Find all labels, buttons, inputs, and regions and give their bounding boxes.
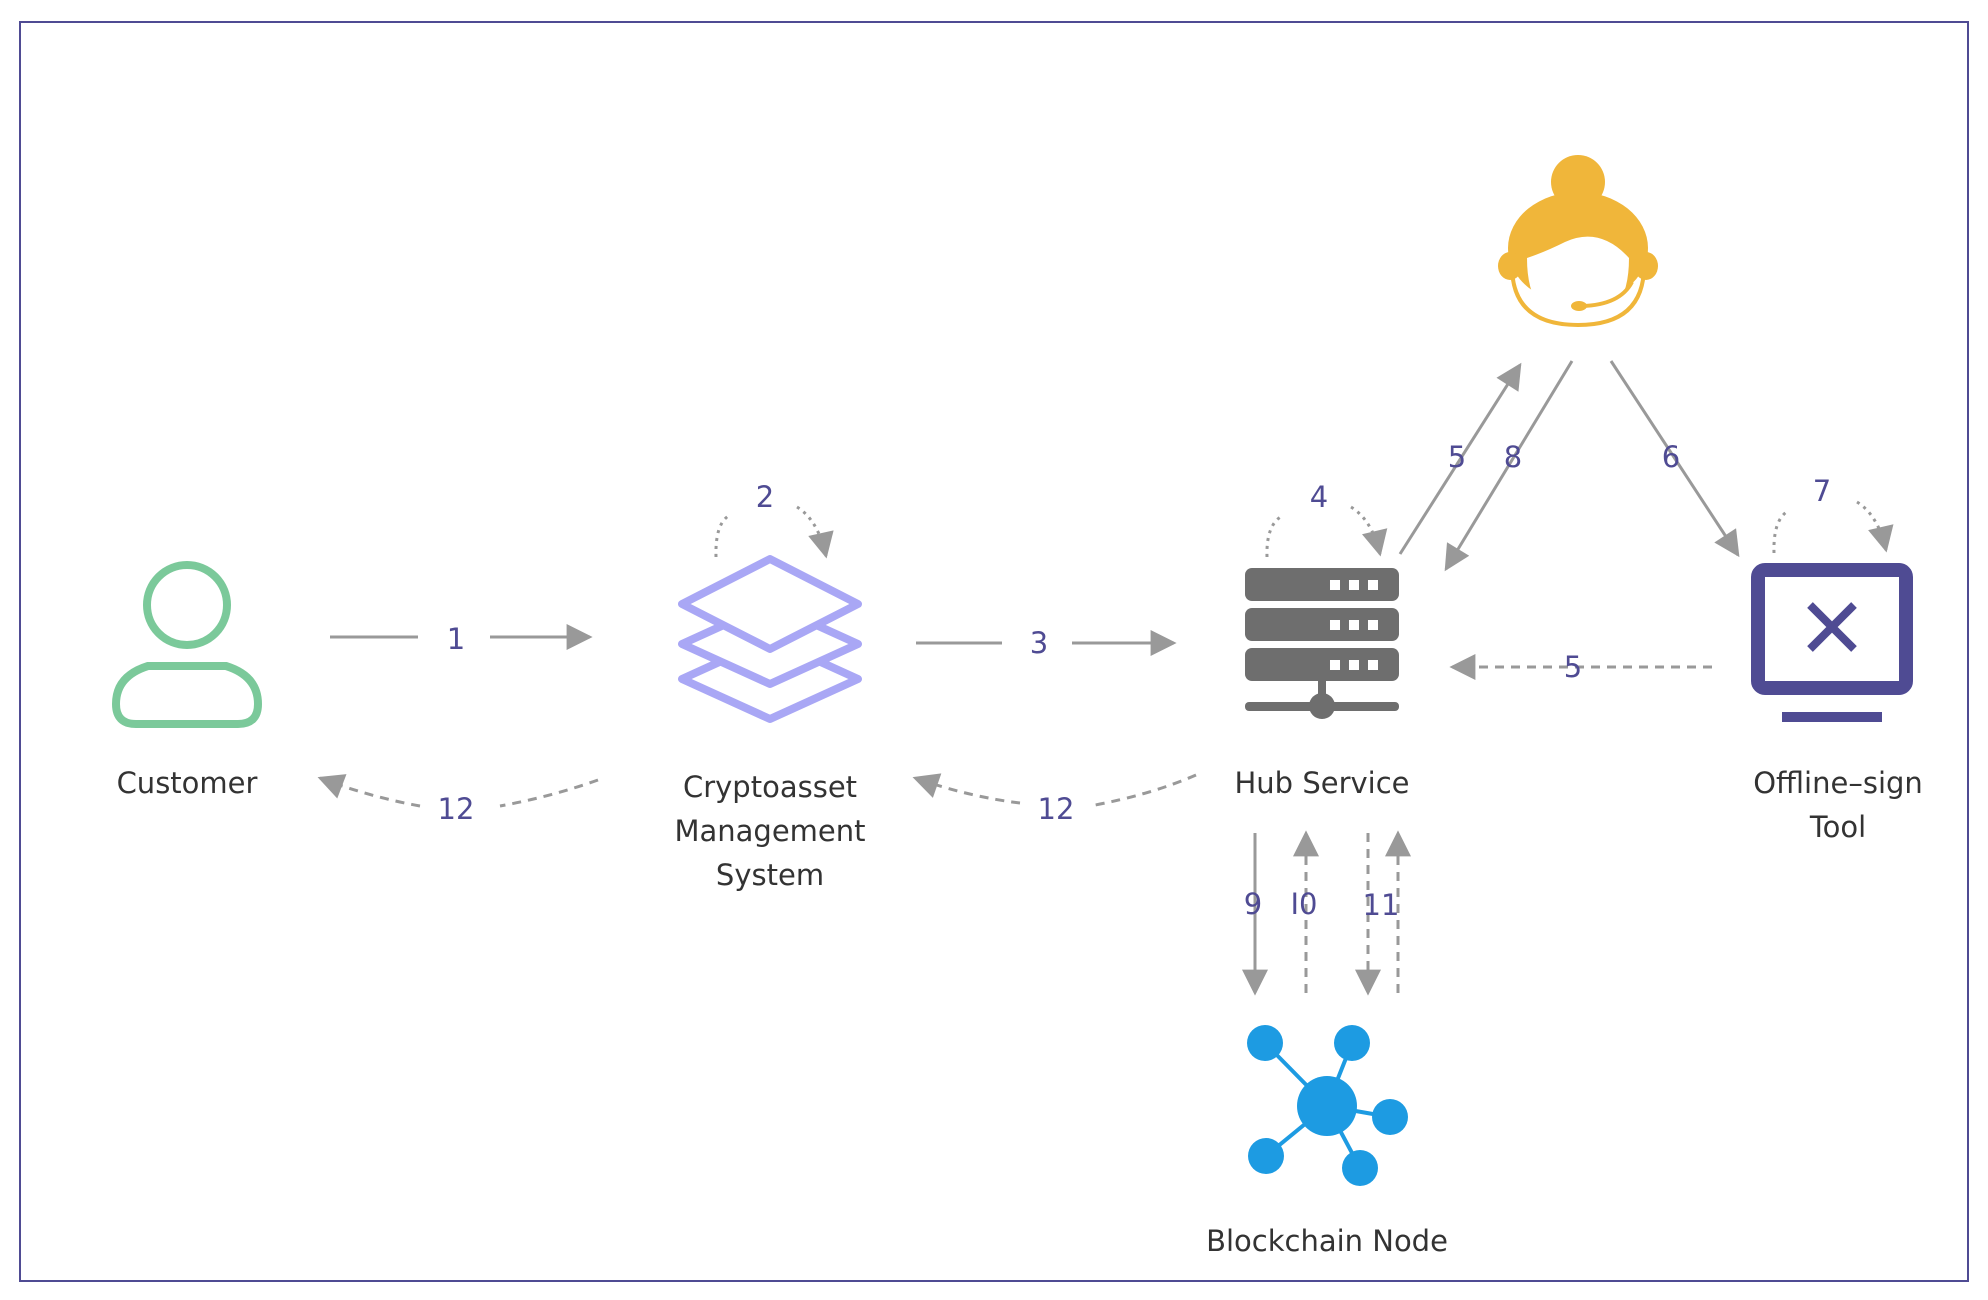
offline-label-line1: Offline–sign: [1753, 766, 1923, 800]
loop-7-tail: [1772, 509, 1789, 554]
step-10-label: I0: [1290, 887, 1317, 921]
step-11-label: 11: [1363, 888, 1400, 922]
step-5-label-return: 5: [1564, 650, 1582, 684]
step-8-label: 8: [1504, 440, 1522, 474]
monitor-cross-icon: [1751, 563, 1913, 722]
cms-label-line3: System: [716, 858, 824, 892]
diagram-title: Withdrawal Flow – Offline–sign Custodian: [60, 43, 657, 77]
customer-label: Customer: [117, 766, 258, 800]
arrow-12a: [317, 774, 421, 808]
network-node-icon: [1247, 1025, 1408, 1186]
arrow-12b-tail: [1089, 773, 1197, 808]
step-9-label: 9: [1244, 887, 1262, 921]
cms-label-line2: Management: [674, 814, 865, 848]
arrow-6: [1609, 360, 1740, 558]
step-12-label-customer: 12: [438, 792, 475, 826]
hub-label: Hub Service: [1235, 766, 1410, 800]
loop-7: [1856, 500, 1894, 553]
stacked-layers-icon: [678, 555, 862, 723]
step-12-label-cms: 12: [1038, 792, 1075, 826]
cms-label-line1: Cryptoasset: [683, 770, 857, 804]
arrow-8-down: [1444, 360, 1574, 572]
arrow-5-up: [1398, 362, 1522, 555]
operator-headset-icon: [1498, 155, 1658, 328]
step-4-label: 4: [1310, 480, 1328, 514]
arrow-12b: [912, 773, 1021, 805]
loop-4-tail: [1265, 514, 1283, 558]
offline-label-line2: Tool: [1809, 810, 1866, 844]
arrow-12a-tail: [499, 778, 599, 808]
step-5-label-up: 5: [1448, 440, 1466, 474]
loop-2-tail: [714, 513, 731, 558]
blockchain-label: Blockchain Node: [1206, 1224, 1448, 1258]
step-6-label: 6: [1662, 440, 1680, 474]
step-1-label: 1: [447, 622, 465, 656]
step-2-label: 2: [756, 480, 774, 514]
loop-2: [796, 505, 834, 559]
server-icon: [1245, 568, 1399, 719]
user-icon: [111, 561, 263, 728]
step-7-label: 7: [1813, 474, 1831, 508]
step-3-label: 3: [1030, 626, 1048, 660]
loop-4: [1350, 505, 1388, 557]
